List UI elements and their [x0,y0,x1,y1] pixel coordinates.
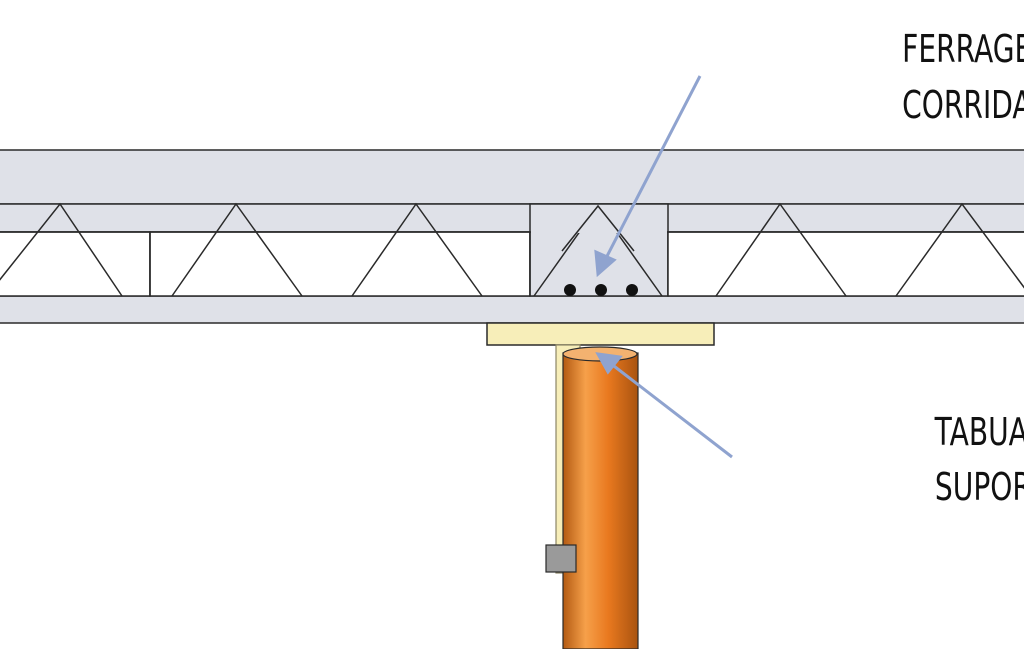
rebar-bars [564,284,638,296]
rebar-dot [595,284,607,296]
board-cap [486,322,715,346]
arrow-rebar [594,75,702,278]
label-rebar-line2: CORRIDA [902,83,1024,127]
label-board-line2: SUPORTE [935,465,1024,509]
rebar-dot [626,284,638,296]
lattice-truss-right [667,202,1024,297]
lattice-truss-left [0,202,531,297]
arrow-board [595,352,733,459]
rebar-dot [564,284,576,296]
joist-top-chord [0,203,1024,233]
rib-cover [531,205,667,233]
label-rebar-line1: FERRAGEM [902,27,1024,71]
slab-top-layer [0,149,1024,205]
clamp-block [545,544,577,573]
pipe-prop [562,346,639,649]
label-board-line1: TABUA [934,410,1024,454]
rib-truss-apex [561,204,635,252]
slab-bottom-layer [0,295,1024,324]
